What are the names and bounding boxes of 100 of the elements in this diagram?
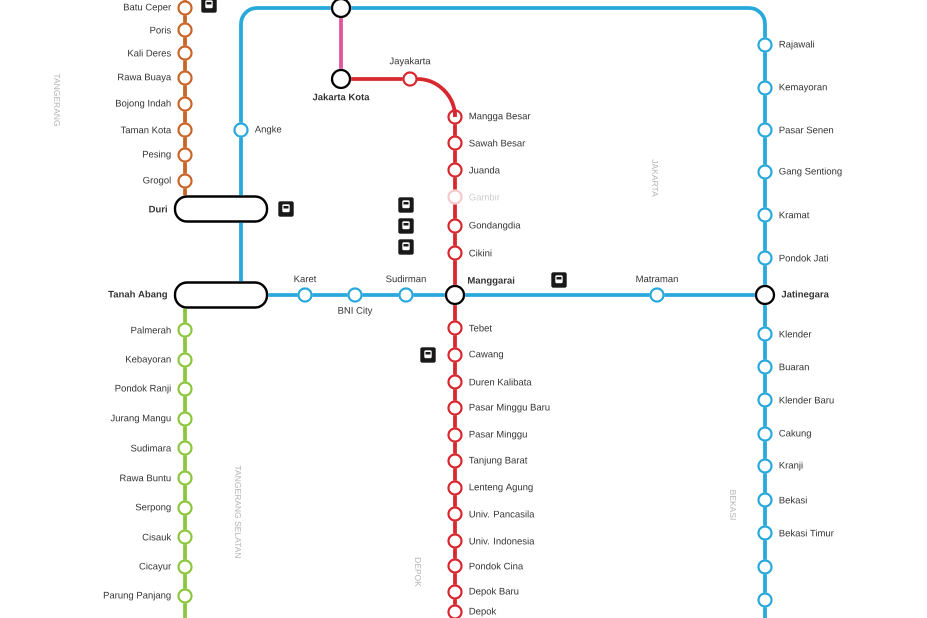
node-label: Jayakarta: [390, 57, 431, 66]
station: Serpong: [136, 500, 193, 516]
line-segment: [239, 222, 243, 282]
station: Bojong Indah: [116, 96, 193, 112]
node-label: Bojong Indah: [116, 100, 171, 108]
station: Pasar Senen: [757, 122, 834, 138]
line-segment: [183, 16, 187, 22]
station: Univ. Pancasila: [447, 506, 534, 522]
station: Juanda: [447, 162, 500, 178]
station: Lenteng Agung: [447, 480, 533, 496]
line-segment: [183, 396, 187, 412]
line-segment: [453, 305, 457, 320]
station: Karet: [294, 276, 316, 303]
line-segment: [415, 77, 457, 119]
station: Duren Kalibata: [447, 374, 532, 390]
node-label: Mangga Besar: [470, 112, 530, 122]
line-segment: [453, 390, 457, 400]
line-segment: [664, 293, 755, 297]
line-segment: [339, 18, 343, 69]
line-segment: [183, 486, 187, 500]
node-label: Klender Baru: [780, 396, 834, 404]
station: Tebet: [447, 320, 492, 336]
line-segment: [763, 540, 767, 560]
interchange-station: Duri: [149, 195, 268, 223]
node-label: Poris: [150, 26, 171, 34]
station: Klender Baru: [757, 392, 834, 408]
station: Sawah Besar: [447, 135, 526, 151]
station: Cikini: [447, 245, 492, 261]
station: Gang Sentiong: [757, 164, 842, 180]
line-segment: [763, 474, 767, 492]
node-label: Gang Sentiong: [779, 168, 842, 176]
line-segment: [183, 368, 187, 382]
line-segment: [763, 305, 767, 326]
node-label: Palmerah: [131, 326, 171, 334]
line-segment: [453, 522, 457, 534]
node-label: Taman Kota: [120, 126, 172, 134]
node-label: Matraman: [636, 276, 678, 282]
station: Batu Ceper: [124, 0, 193, 16]
line-segment: [453, 600, 457, 604]
station-circle: [757, 592, 773, 608]
line-segment: [453, 234, 457, 246]
node-label: Kramat: [780, 212, 810, 218]
node-label: Kranji: [780, 462, 802, 470]
node-label: Kebayoran: [126, 356, 171, 364]
line-segment: [453, 416, 457, 428]
line-segment: [183, 60, 187, 70]
node-label: Tanjung Barat: [469, 456, 528, 466]
station: Kali Deres: [128, 45, 193, 61]
station: Taman Kota: [120, 122, 193, 138]
line-segment: [763, 342, 767, 360]
node-label: Pasar Minggu Baru: [470, 404, 550, 412]
node-label: Depok Baru: [470, 588, 518, 596]
node-label: Rajawali: [780, 40, 814, 50]
node-label: Jatinegara: [781, 290, 829, 300]
line-segment: [453, 178, 457, 190]
line-segment: [183, 38, 187, 46]
node-label: Duren Kalibata: [470, 378, 532, 386]
line-segment: [183, 574, 187, 588]
station: Cawang: [447, 347, 504, 363]
line-segment: [763, 180, 767, 208]
node-label: Pasar Senen: [780, 126, 834, 134]
region-label: JAKARTA: [652, 159, 658, 197]
line-segment: [763, 222, 767, 250]
node-label: Angke: [254, 126, 282, 134]
line-segment: [465, 293, 650, 297]
line-segment: [183, 516, 187, 530]
node-label: Sudimara: [130, 444, 172, 452]
line-segment: [763, 96, 767, 122]
node-label: Rawa Buntu: [120, 474, 171, 482]
station: Sudirman: [386, 275, 426, 303]
station: Rawa Buaya: [118, 70, 193, 86]
node-label: Manggarai: [468, 276, 514, 286]
node-label: Lenteng Agung: [470, 484, 533, 492]
station: Kranji: [757, 458, 802, 474]
line-segment: [239, 6, 331, 122]
node-label: Tanah Abang: [108, 290, 167, 300]
region-label: TANGERANG: [54, 74, 60, 126]
line-segment: [351, 77, 402, 81]
node-label: Klender: [780, 330, 812, 338]
station-circle: [757, 559, 773, 575]
node-label: Pesing: [142, 150, 171, 160]
line-segment: [453, 260, 457, 285]
node-label: Juanda: [468, 166, 500, 174]
station: Matraman: [636, 276, 678, 303]
node-label: Parung Panjang: [104, 592, 171, 600]
line-segment: [763, 608, 767, 618]
line-segment: [183, 338, 187, 352]
line-segment: [183, 188, 187, 196]
node-label: Cakung: [779, 430, 811, 438]
node-label: Gondangdia: [469, 222, 521, 230]
node-label: Univ. Pancasila: [470, 510, 534, 518]
line-segment: [312, 293, 348, 297]
station: Jayakarta: [390, 57, 431, 87]
line-segment: [763, 52, 767, 80]
node-label: Pondok Jati: [780, 254, 828, 262]
station: Pasar Minggu Baru: [447, 400, 550, 416]
station: Kramat: [757, 207, 810, 223]
node-label: Duri: [149, 206, 167, 212]
station: Gondangdia: [447, 218, 521, 234]
line-segment: [453, 362, 457, 374]
